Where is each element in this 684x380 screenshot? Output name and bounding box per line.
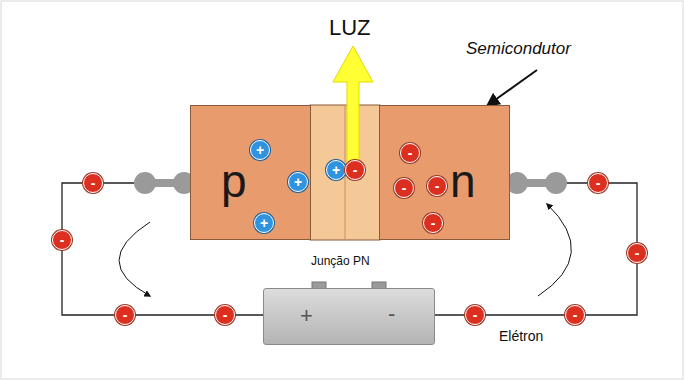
charge-sign: - xyxy=(408,146,413,160)
electron-charge: - xyxy=(627,243,647,263)
hole-charge: + xyxy=(288,172,308,192)
charge-sign: - xyxy=(596,176,601,190)
terminal-left xyxy=(134,172,195,194)
electron-charge: - xyxy=(52,230,72,250)
charge-sign: - xyxy=(123,308,128,322)
electron-charge: - xyxy=(423,213,443,233)
polarity-sign: + xyxy=(300,305,313,327)
charge-sign: - xyxy=(573,308,578,322)
electron-charge: - xyxy=(83,173,103,193)
pn-junction xyxy=(310,105,380,240)
electron-charge: - xyxy=(565,305,585,325)
light-label: LUZ xyxy=(329,16,371,40)
current-arrow xyxy=(119,222,150,296)
hole-charge: + xyxy=(326,160,346,180)
charge-sign: - xyxy=(60,233,65,247)
part-label: Semicondutor xyxy=(466,40,571,59)
charge-sign: - xyxy=(402,181,407,195)
semiconductor-region: p + + + xyxy=(190,105,311,240)
charge-sign: + xyxy=(256,143,264,157)
charge-sign: - xyxy=(635,246,640,260)
charge-sign: + xyxy=(294,175,302,189)
light-arrow xyxy=(333,46,373,166)
terminal-right xyxy=(506,172,567,194)
electron-charge: - xyxy=(400,143,420,163)
electron-charge: - xyxy=(588,173,608,193)
electron-charge: - xyxy=(215,305,235,325)
charge-sign: - xyxy=(431,216,436,230)
region-letter: n xyxy=(450,158,476,204)
semiconductor-region: n---- xyxy=(379,105,510,240)
electron-charge: - xyxy=(115,305,135,325)
electron-charge: - xyxy=(427,176,447,196)
hole-charge: + xyxy=(254,213,274,233)
region-letter: p xyxy=(221,158,247,204)
charge-sign: + xyxy=(332,163,340,177)
charge-sign: - xyxy=(473,308,478,322)
electron-label: Elétron xyxy=(499,329,543,344)
charge-sign: - xyxy=(435,179,440,193)
junction-label: Junção PN xyxy=(311,255,370,268)
electron-charge: - xyxy=(465,305,485,325)
hole-charge: + xyxy=(250,140,270,160)
leader-arrow xyxy=(488,70,537,105)
battery: +- xyxy=(263,288,435,345)
charge-sign: - xyxy=(91,176,96,190)
current-arrow xyxy=(538,204,571,296)
polarity-sign: - xyxy=(388,303,395,325)
electron-charge: - xyxy=(394,178,414,198)
charge-sign: + xyxy=(260,216,268,230)
charge-sign: - xyxy=(353,163,358,177)
charge-sign: - xyxy=(223,308,228,322)
electron-charge: - xyxy=(345,160,365,180)
